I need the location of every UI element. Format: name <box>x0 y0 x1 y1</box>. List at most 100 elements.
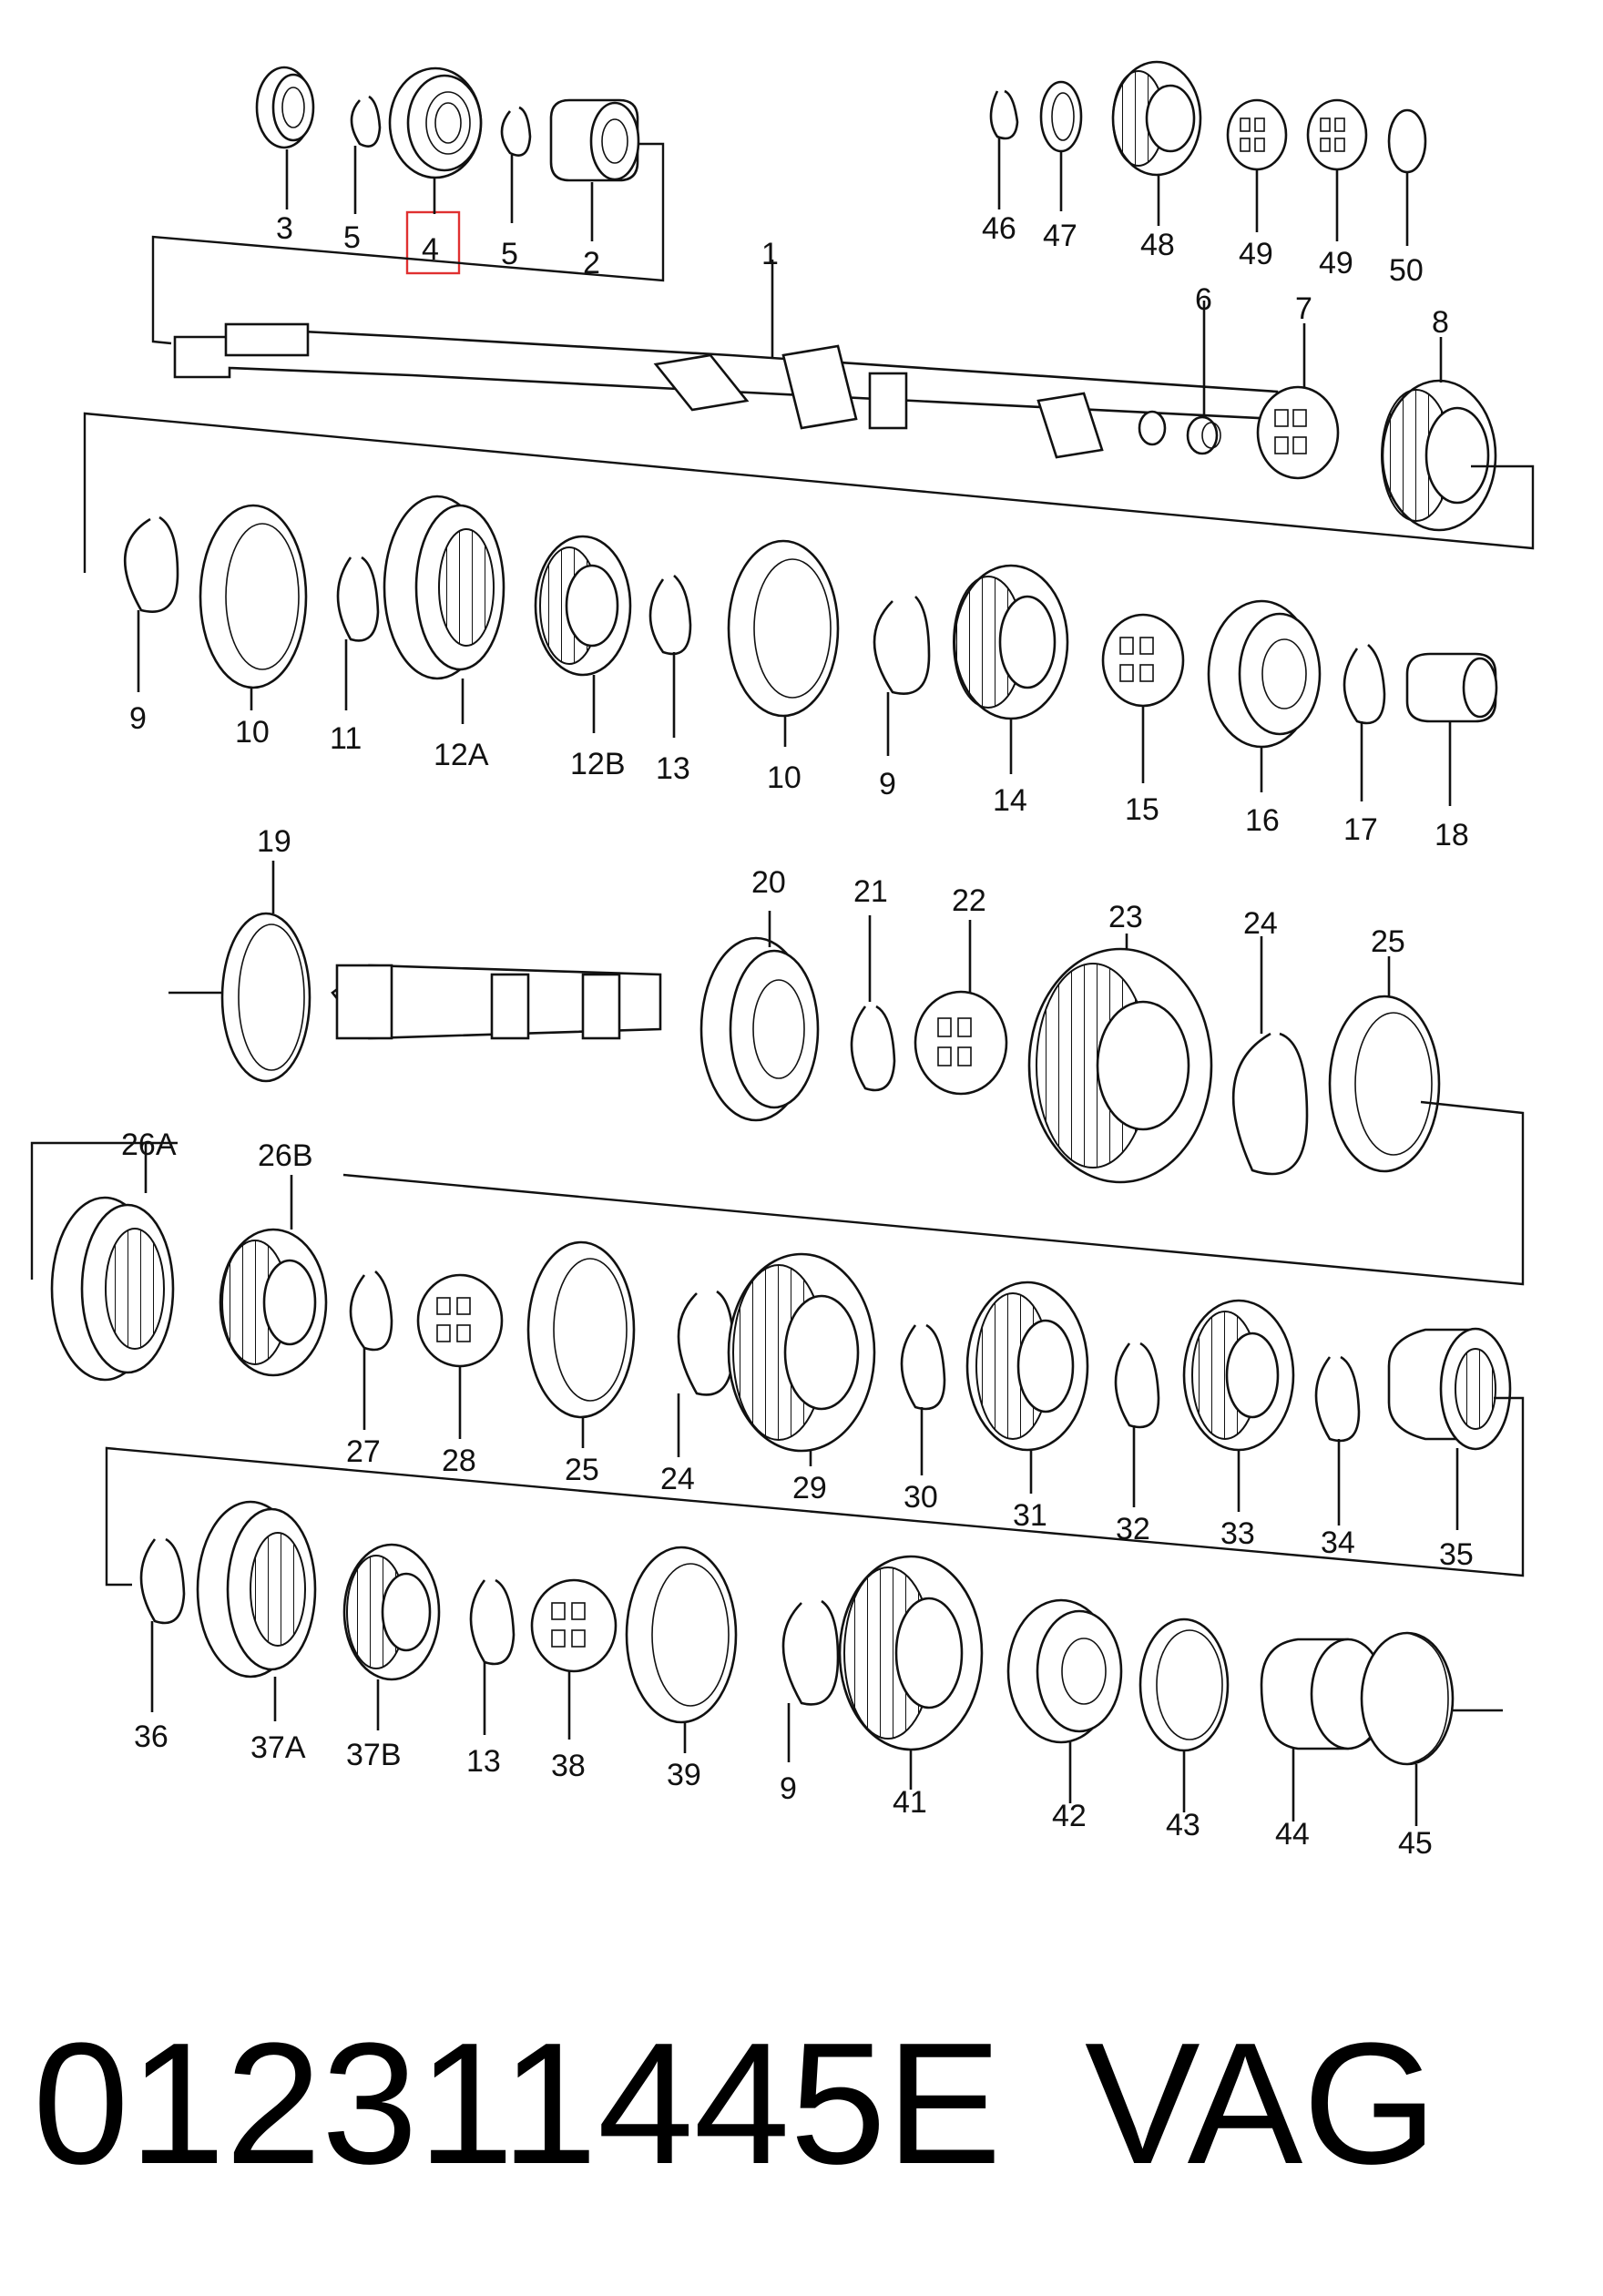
part-12b-synchro-hub <box>534 535 632 677</box>
callout-27: 27 <box>346 1434 381 1469</box>
callout-41: 41 <box>893 1785 927 1820</box>
callout-2: 2 <box>583 246 600 281</box>
callout-44: 44 <box>1275 1817 1310 1852</box>
part-49-needle-bearing <box>1226 98 1288 171</box>
part-caption: 012311445E VAG <box>33 2004 1581 2204</box>
callout-12a: 12A <box>434 738 489 772</box>
part-25-synchro-ring-b <box>526 1240 636 1419</box>
callout-1: 1 <box>761 237 779 271</box>
part-39-synchro-ring <box>625 1546 738 1724</box>
part-11-circlip <box>336 556 380 642</box>
part-18-bush <box>1405 652 1498 723</box>
part-49-needle-bearing-b <box>1306 98 1368 171</box>
callout-10-b: 10 <box>767 760 802 795</box>
part-14-gear <box>953 564 1069 720</box>
callout-16: 16 <box>1245 803 1280 838</box>
callout-7: 7 <box>1295 291 1312 326</box>
part-9-circlip-c <box>781 1599 840 1706</box>
part-16-bearing <box>1207 599 1322 749</box>
callout-25: 25 <box>1371 924 1405 959</box>
part-37b-synchro-hub <box>342 1543 441 1681</box>
callout-3: 3 <box>276 211 293 246</box>
part-36-circlip <box>139 1537 186 1625</box>
callout-13: 13 <box>656 751 690 786</box>
callout-8: 8 <box>1432 305 1449 340</box>
part-17-circlip <box>1343 644 1386 725</box>
part-31-gear <box>965 1281 1089 1452</box>
callout-30: 30 <box>904 1480 938 1515</box>
part-45-cover <box>1360 1631 1455 1766</box>
callout-5: 5 <box>343 220 361 255</box>
callout-48: 48 <box>1140 228 1175 262</box>
callout-9-c: 9 <box>780 1771 797 1806</box>
part-6-bush <box>1186 415 1221 455</box>
callout-42: 42 <box>1052 1799 1087 1833</box>
callout-17: 17 <box>1343 812 1378 847</box>
part-29-gear <box>727 1252 876 1453</box>
part-28-needle-bearing <box>416 1273 504 1368</box>
part-8-gear <box>1381 379 1497 532</box>
callout-36: 36 <box>134 1719 168 1754</box>
part-38-needle-bearing <box>530 1578 618 1673</box>
part-2-needle-sleeve <box>549 98 640 182</box>
callout-15: 15 <box>1125 792 1159 827</box>
callout-24-b: 24 <box>660 1462 695 1496</box>
callout-29: 29 <box>792 1471 827 1505</box>
callout-50: 50 <box>1389 253 1424 288</box>
callout-37a: 37A <box>250 1730 306 1765</box>
callout-4: 4 <box>422 232 439 267</box>
callout-47: 47 <box>1043 219 1077 253</box>
part-23-gear <box>1027 947 1213 1184</box>
callout-28: 28 <box>442 1444 476 1478</box>
callout-25-b: 25 <box>565 1453 599 1487</box>
part-47-thrust-washer <box>1039 80 1083 153</box>
part-26b-synchro-hub <box>219 1228 328 1377</box>
callout-9-b: 9 <box>879 767 896 801</box>
callout-31: 31 <box>1013 1498 1047 1533</box>
part-37a-sliding-sleeve <box>196 1500 317 1679</box>
part-24-circlip <box>1231 1032 1309 1176</box>
callout-22: 22 <box>952 883 986 918</box>
callout-26a: 26A <box>121 1128 177 1162</box>
callout-26b: 26B <box>258 1138 313 1173</box>
part-pinion-shaft <box>331 964 662 1040</box>
callout-10: 10 <box>235 715 270 750</box>
part-21-circlip <box>850 1005 896 1092</box>
callout-49-b: 49 <box>1319 246 1353 281</box>
callout-13-b: 13 <box>466 1744 501 1779</box>
callout-49: 49 <box>1239 237 1273 271</box>
part-19-shim <box>220 912 311 1083</box>
callout-9: 9 <box>129 701 147 736</box>
part-35-hub <box>1387 1327 1512 1451</box>
callout-12b: 12B <box>570 747 626 781</box>
callout-6: 6 <box>1195 282 1212 317</box>
part-48-gear <box>1111 60 1202 177</box>
callout-46: 46 <box>982 211 1016 246</box>
callout-18: 18 <box>1435 818 1469 852</box>
part-34-circlip <box>1314 1355 1361 1443</box>
part-33-gear <box>1182 1299 1295 1452</box>
part-13-circlip <box>648 575 692 656</box>
callout-43: 43 <box>1166 1808 1200 1842</box>
part-26a-sliding-sleeve <box>50 1196 175 1382</box>
callout-11: 11 <box>330 721 362 756</box>
callout-35: 35 <box>1439 1537 1474 1572</box>
callout-4-highlight <box>405 210 461 275</box>
part-46-circlip <box>989 89 1019 140</box>
brand-name: VAG <box>1085 2007 1438 2200</box>
callout-24: 24 <box>1243 906 1278 941</box>
callout-45: 45 <box>1398 1826 1433 1861</box>
part-5-circlip <box>350 95 382 148</box>
part-9-circlip-b <box>873 596 931 695</box>
part-25-synchro-ring <box>1328 995 1441 1173</box>
callout-34: 34 <box>1321 1526 1355 1560</box>
part-12a-sliding-sleeve <box>383 495 505 680</box>
part-10-synchro-ring <box>199 504 308 689</box>
callout-38: 38 <box>551 1749 586 1783</box>
part-42-bearing <box>1006 1598 1123 1744</box>
callout-labels: 3 5 4 5 2 1 6 7 8 46 47 48 49 49 50 9 10… <box>121 211 1474 1861</box>
part-24-circlip-b <box>677 1290 735 1396</box>
part-41-gear <box>838 1555 984 1751</box>
part-50-circlip <box>1387 108 1427 174</box>
callout-39: 39 <box>667 1758 701 1792</box>
